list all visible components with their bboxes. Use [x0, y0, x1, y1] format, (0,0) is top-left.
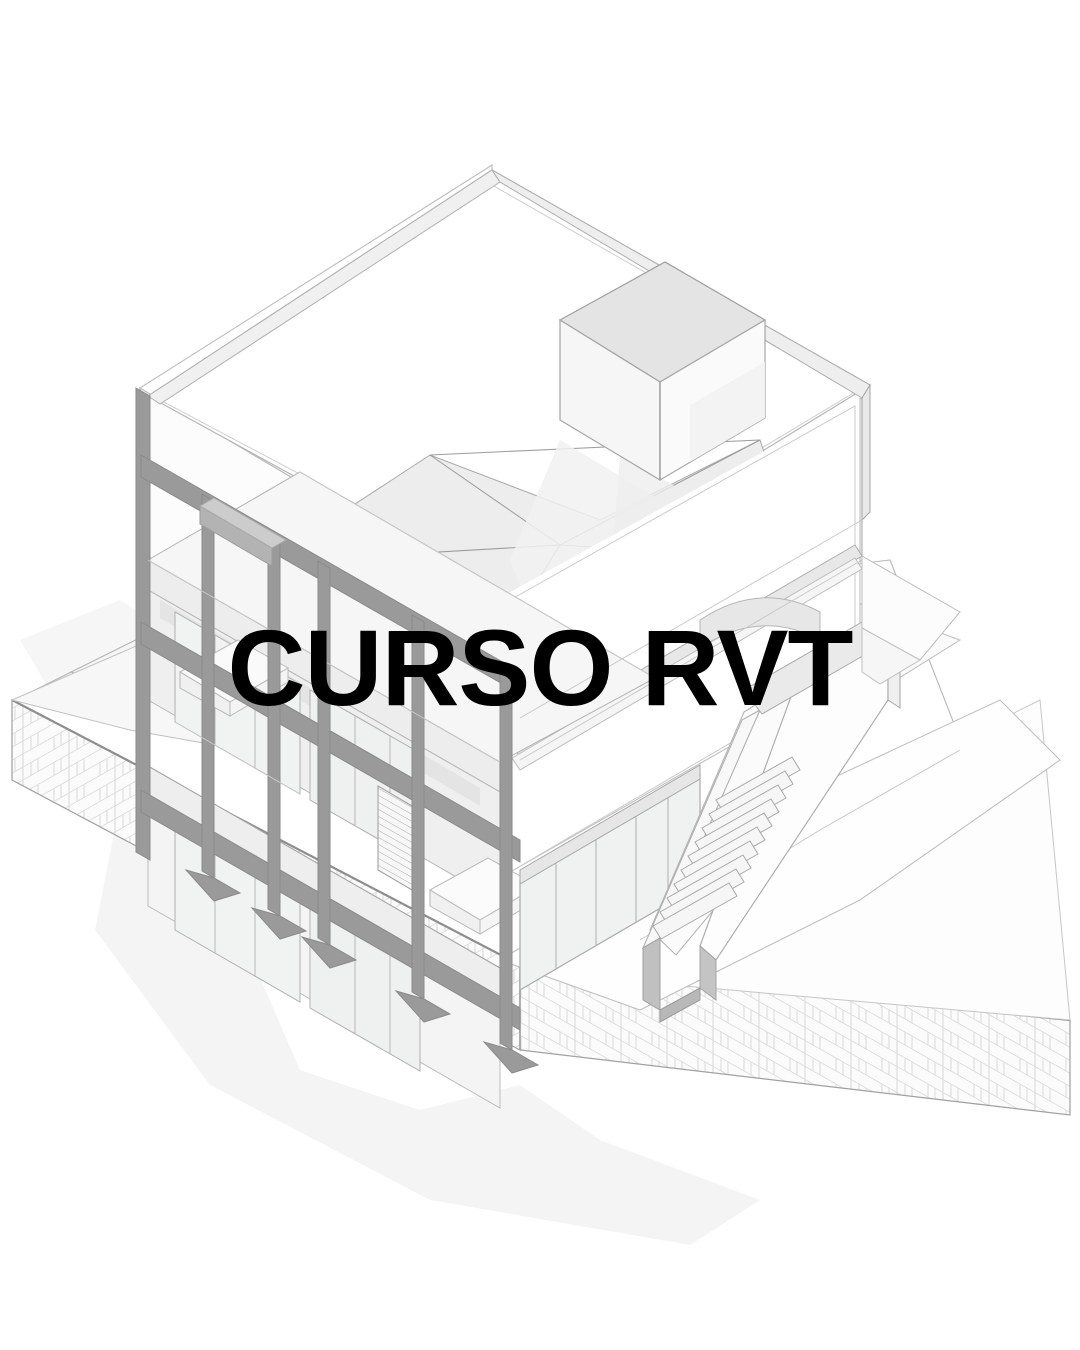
exterior-stair [641, 597, 901, 1023]
overlay-title: CURSO RVT [227, 607, 853, 728]
roof-box [558, 261, 767, 482]
detail-linework [147, 471, 863, 795]
canopy-eave [861, 555, 961, 685]
structural-frame [135, 387, 540, 1074]
